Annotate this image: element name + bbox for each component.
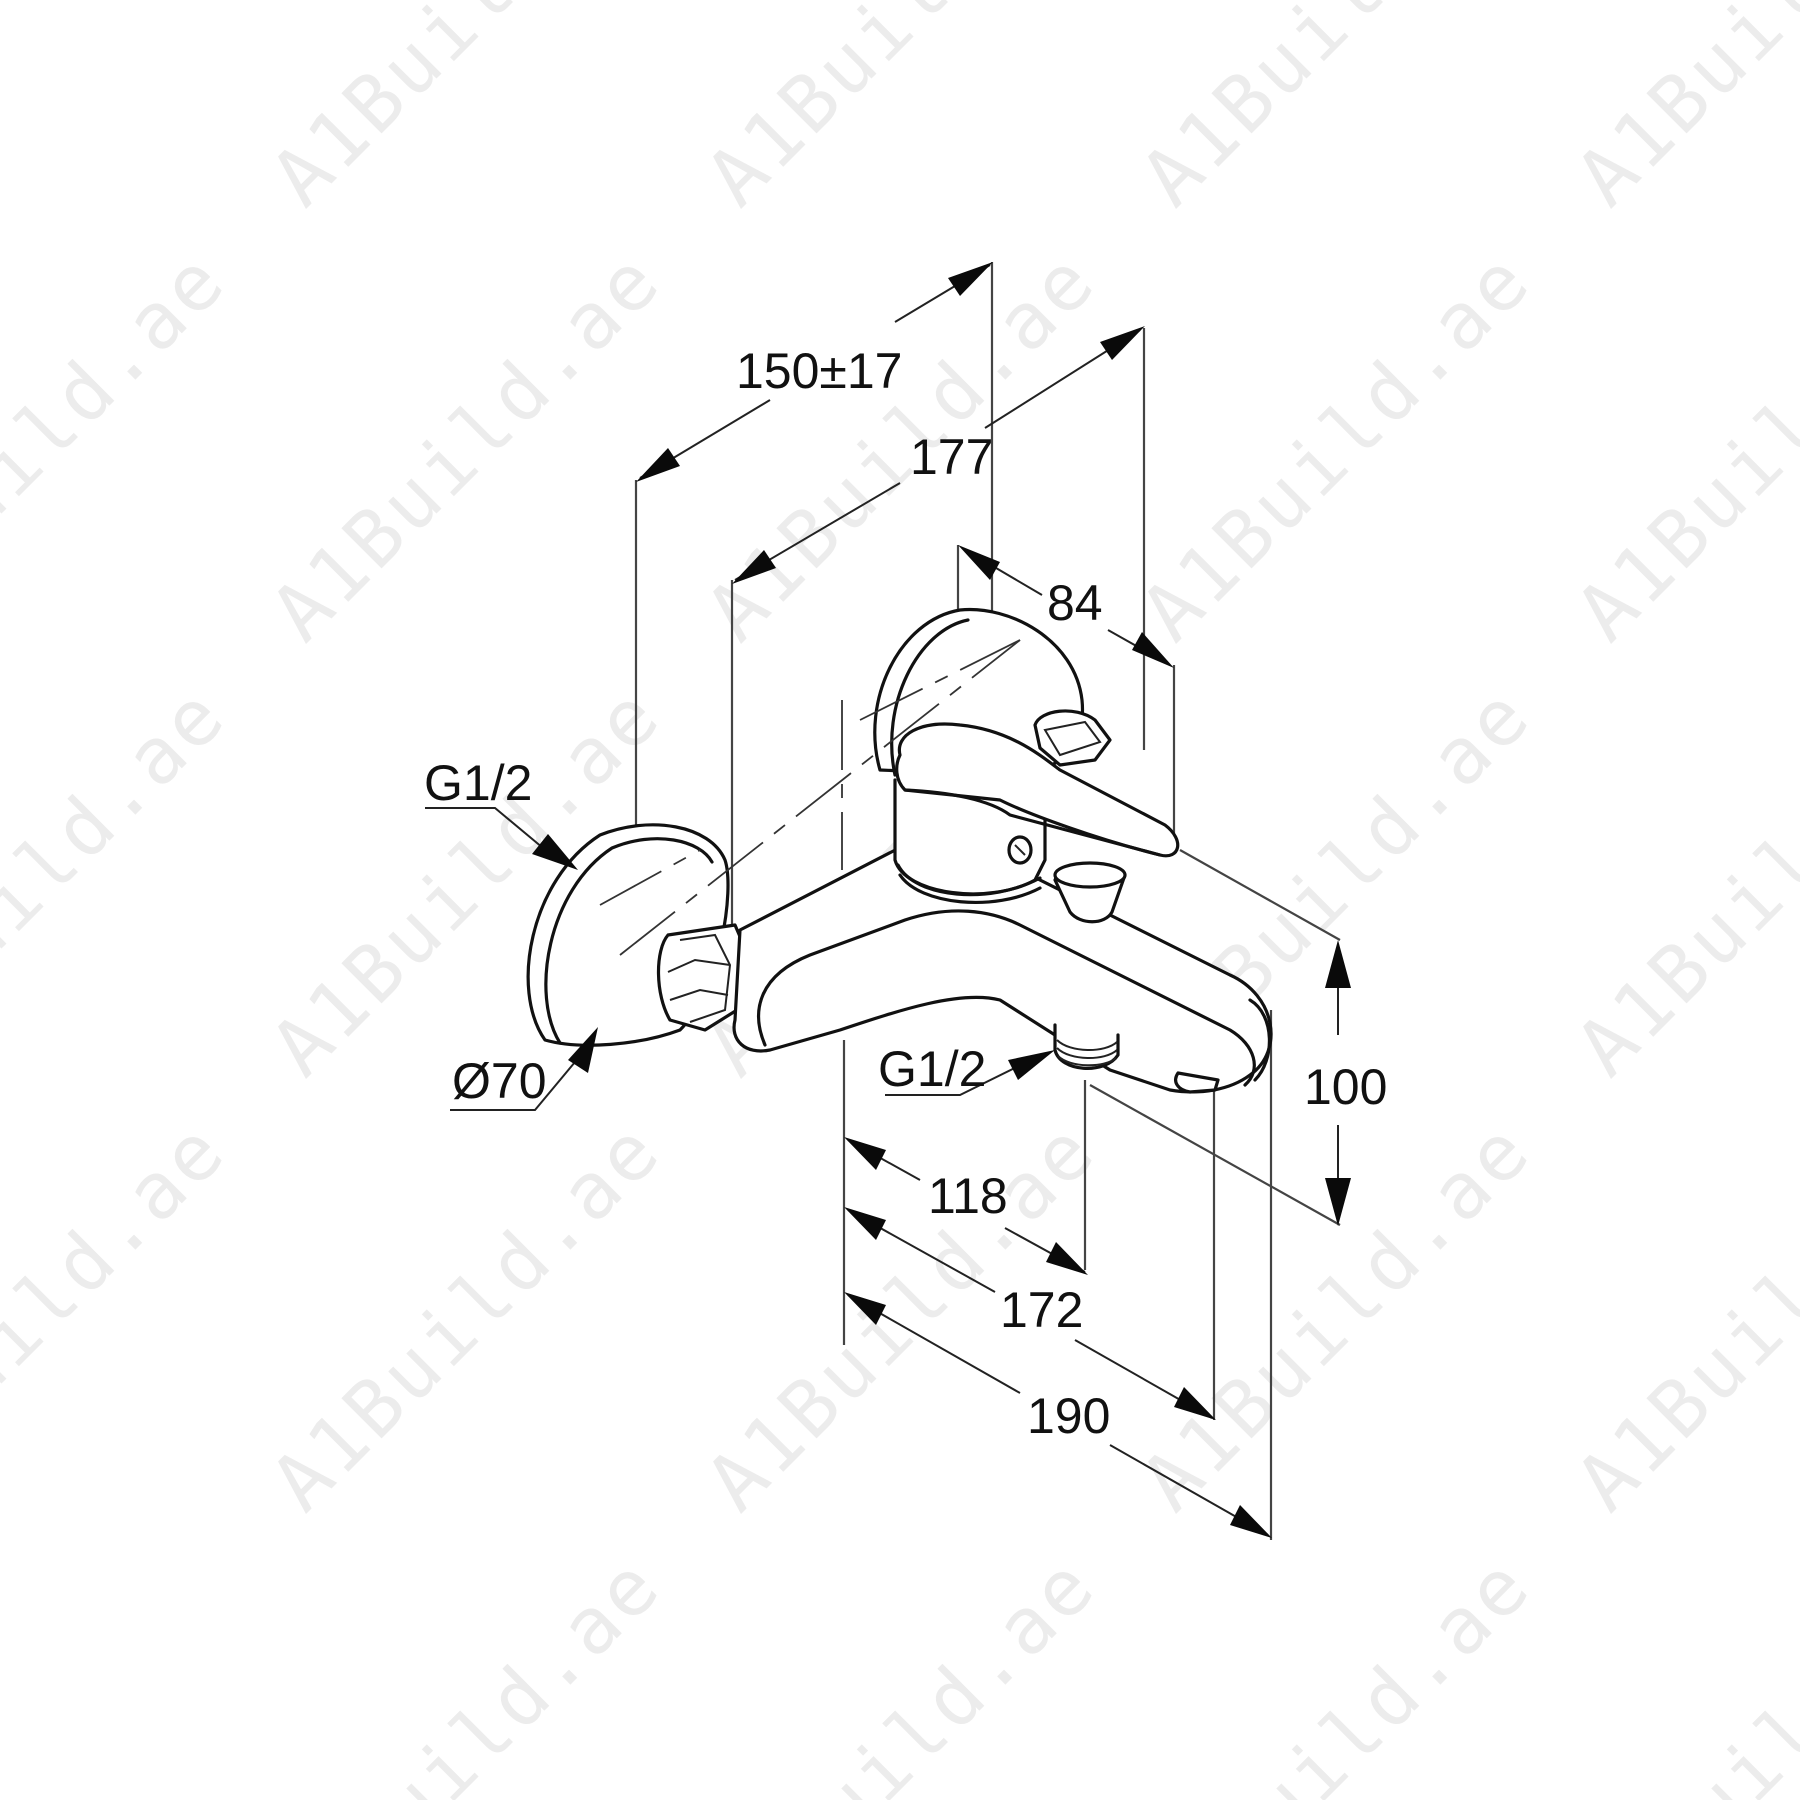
- watermark: A1Build.ae: [0, 669, 244, 1093]
- watermark: A1Build.ae: [690, 0, 1114, 223]
- faucet-illustration: [526, 607, 1273, 1094]
- dim-height-100: 100: [1304, 1059, 1387, 1115]
- watermark: A1Build.ae: [1560, 234, 1800, 658]
- dim-escutcheon-diameter: Ø70: [452, 1053, 547, 1109]
- dim-lever-84: 84: [1047, 575, 1103, 631]
- watermark: A1Build.ae: [1560, 1539, 1800, 1800]
- dim-projection-190: 190: [1027, 1388, 1110, 1444]
- mixer-body: [732, 836, 1273, 1094]
- watermark: A1Build.ae: [1560, 0, 1800, 223]
- dim-inlet-spacing: 150±17: [736, 343, 902, 399]
- dim-outlet-thread: G1/2: [878, 1041, 986, 1097]
- watermark: A1Build.ae: [255, 1104, 679, 1528]
- cartridge-housing: [893, 778, 1047, 904]
- watermark: A1Build.ae: [0, 1104, 244, 1528]
- watermark: A1Build.ae: [690, 1539, 1114, 1800]
- dimension-labels: 150±17 177 84 G1/2 Ø70 G1/2 100 118 172 …: [424, 343, 1387, 1444]
- lever-handle: [895, 709, 1180, 858]
- dim-inlet-thread: G1/2: [424, 755, 532, 811]
- watermark: A1Build.ae: [255, 0, 679, 223]
- watermark: A1Build.ae: [1125, 0, 1549, 223]
- watermark: A1Build.ae: [1125, 234, 1549, 658]
- watermark: A1Build.ae: [1560, 669, 1800, 1093]
- watermark: A1Build.ae: [1560, 1104, 1800, 1528]
- dimension-lines: [425, 262, 1351, 1538]
- diverter-knob: [1053, 861, 1127, 924]
- center-axis: [619, 639, 1021, 956]
- watermark: A1Build.ae: [255, 234, 679, 658]
- dim-projection-172: 172: [1000, 1282, 1083, 1338]
- watermark: A1Build.ae: [1125, 1104, 1549, 1528]
- watermark: A1Build.ae: [255, 1539, 679, 1800]
- dim-depth-177: 177: [910, 429, 993, 485]
- dim-projection-118: 118: [928, 1168, 1008, 1224]
- watermark: A1Build.ae: [1125, 1539, 1549, 1800]
- watermark: A1Build.ae: [0, 234, 244, 658]
